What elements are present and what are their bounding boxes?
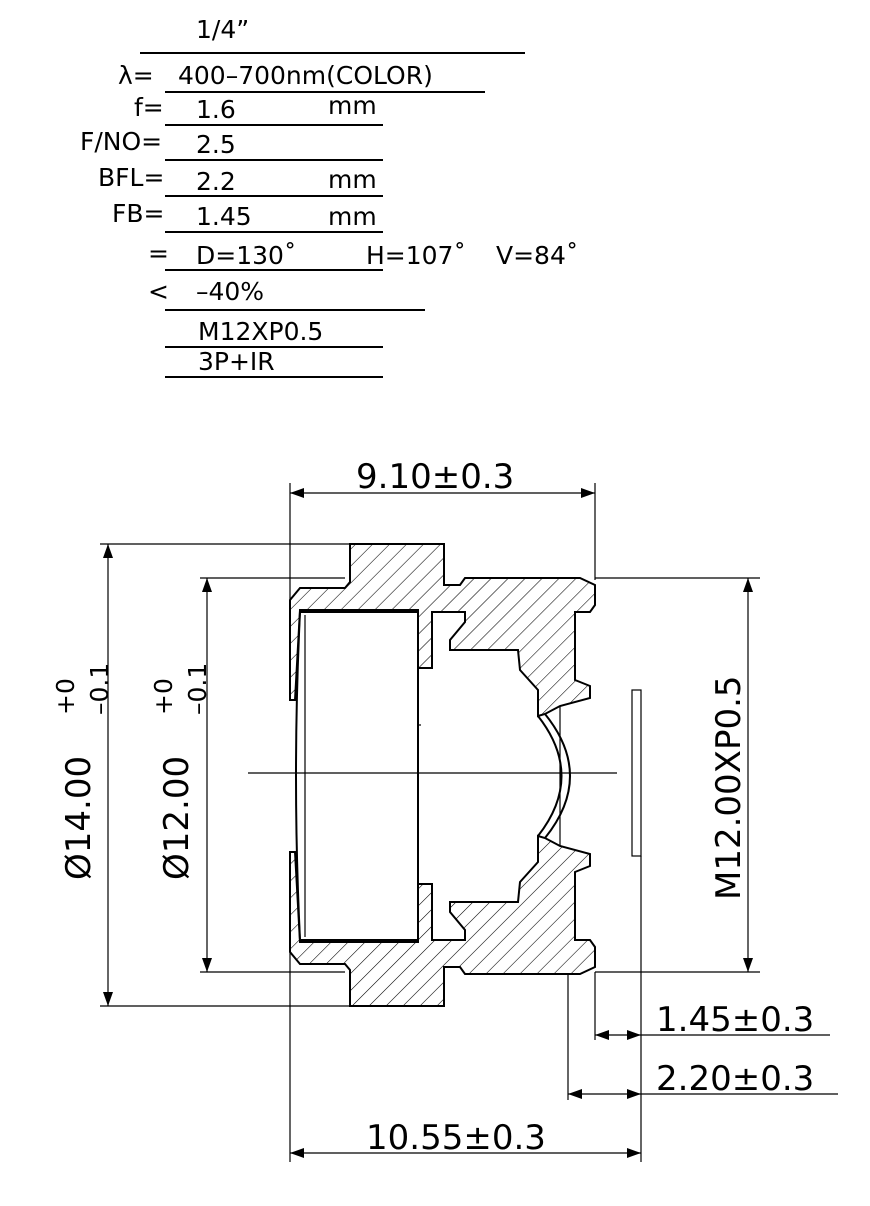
spec-bfl-unit: mm (328, 165, 377, 194)
spec-bfl-label: BFL= (98, 163, 164, 192)
dim-thread: M12.00XP0.5 (709, 675, 749, 900)
dimension-labels: 9.10±0.3 Ø14.00 +0 –0.1 Ø12.00 +0 –0.1 M… (51, 457, 814, 1158)
spec-table: 1/4” λ= 400–700nm(COLOR) f= 1.6 mm F/NO=… (80, 15, 578, 378)
lens-barrel-upper (289, 543, 596, 718)
spec-fov-d: D=130˚ (196, 241, 296, 270)
spec-mount: M12XP0.5 (198, 317, 323, 346)
spec-fno-value: 2.5 (196, 130, 236, 159)
spec-wavelength-label: λ= (118, 61, 154, 90)
spec-fb-value: 1.45 (196, 202, 252, 231)
dim-total-length: 10.55±0.3 (366, 1118, 546, 1158)
spec-construction: 3P+IR (198, 347, 275, 376)
spec-focal-value: 1.6 (196, 95, 236, 124)
spec-fov-label: = (148, 239, 169, 268)
spec-distortion-value: –40% (196, 277, 264, 306)
dim-inner-tol-upper: +0 (149, 678, 178, 715)
spec-bfl-value: 2.2 (196, 167, 236, 196)
spec-fno-label: F/NO= (80, 127, 162, 156)
dim-fb: 1.45±0.3 (656, 1000, 814, 1040)
dim-outer-tol-upper: +0 (51, 678, 80, 715)
spec-fb-label: FB= (112, 199, 164, 228)
spec-distortion-label: < (148, 277, 169, 306)
dimension-lines (100, 483, 838, 1162)
dim-inner-tol-lower: –0.1 (183, 663, 212, 715)
spec-focal-label: f= (134, 93, 164, 122)
spec-wavelength-value: 400–700nm(COLOR) (178, 61, 433, 90)
lens-body (248, 543, 642, 1007)
spec-fb-unit: mm (328, 202, 377, 231)
dim-inner-diameter: Ø12.00 (157, 756, 197, 880)
dim-top-length: 9.10±0.3 (356, 457, 514, 497)
front-lens-element (295, 611, 419, 941)
rear-lens-element (537, 715, 563, 837)
spec-focal-unit: mm (328, 91, 377, 120)
dim-bfl: 2.20±0.3 (656, 1059, 814, 1099)
spec-fov-h: H=107˚ (366, 241, 466, 270)
spec-fov-v: V=84˚ (496, 241, 578, 270)
spec-format: 1/4” (196, 15, 249, 44)
ir-filter (631, 689, 642, 857)
dim-outer-tol-lower: –0.1 (85, 663, 114, 715)
lens-barrel-lower (289, 834, 596, 1007)
dim-outer-diameter: Ø14.00 (59, 756, 99, 880)
